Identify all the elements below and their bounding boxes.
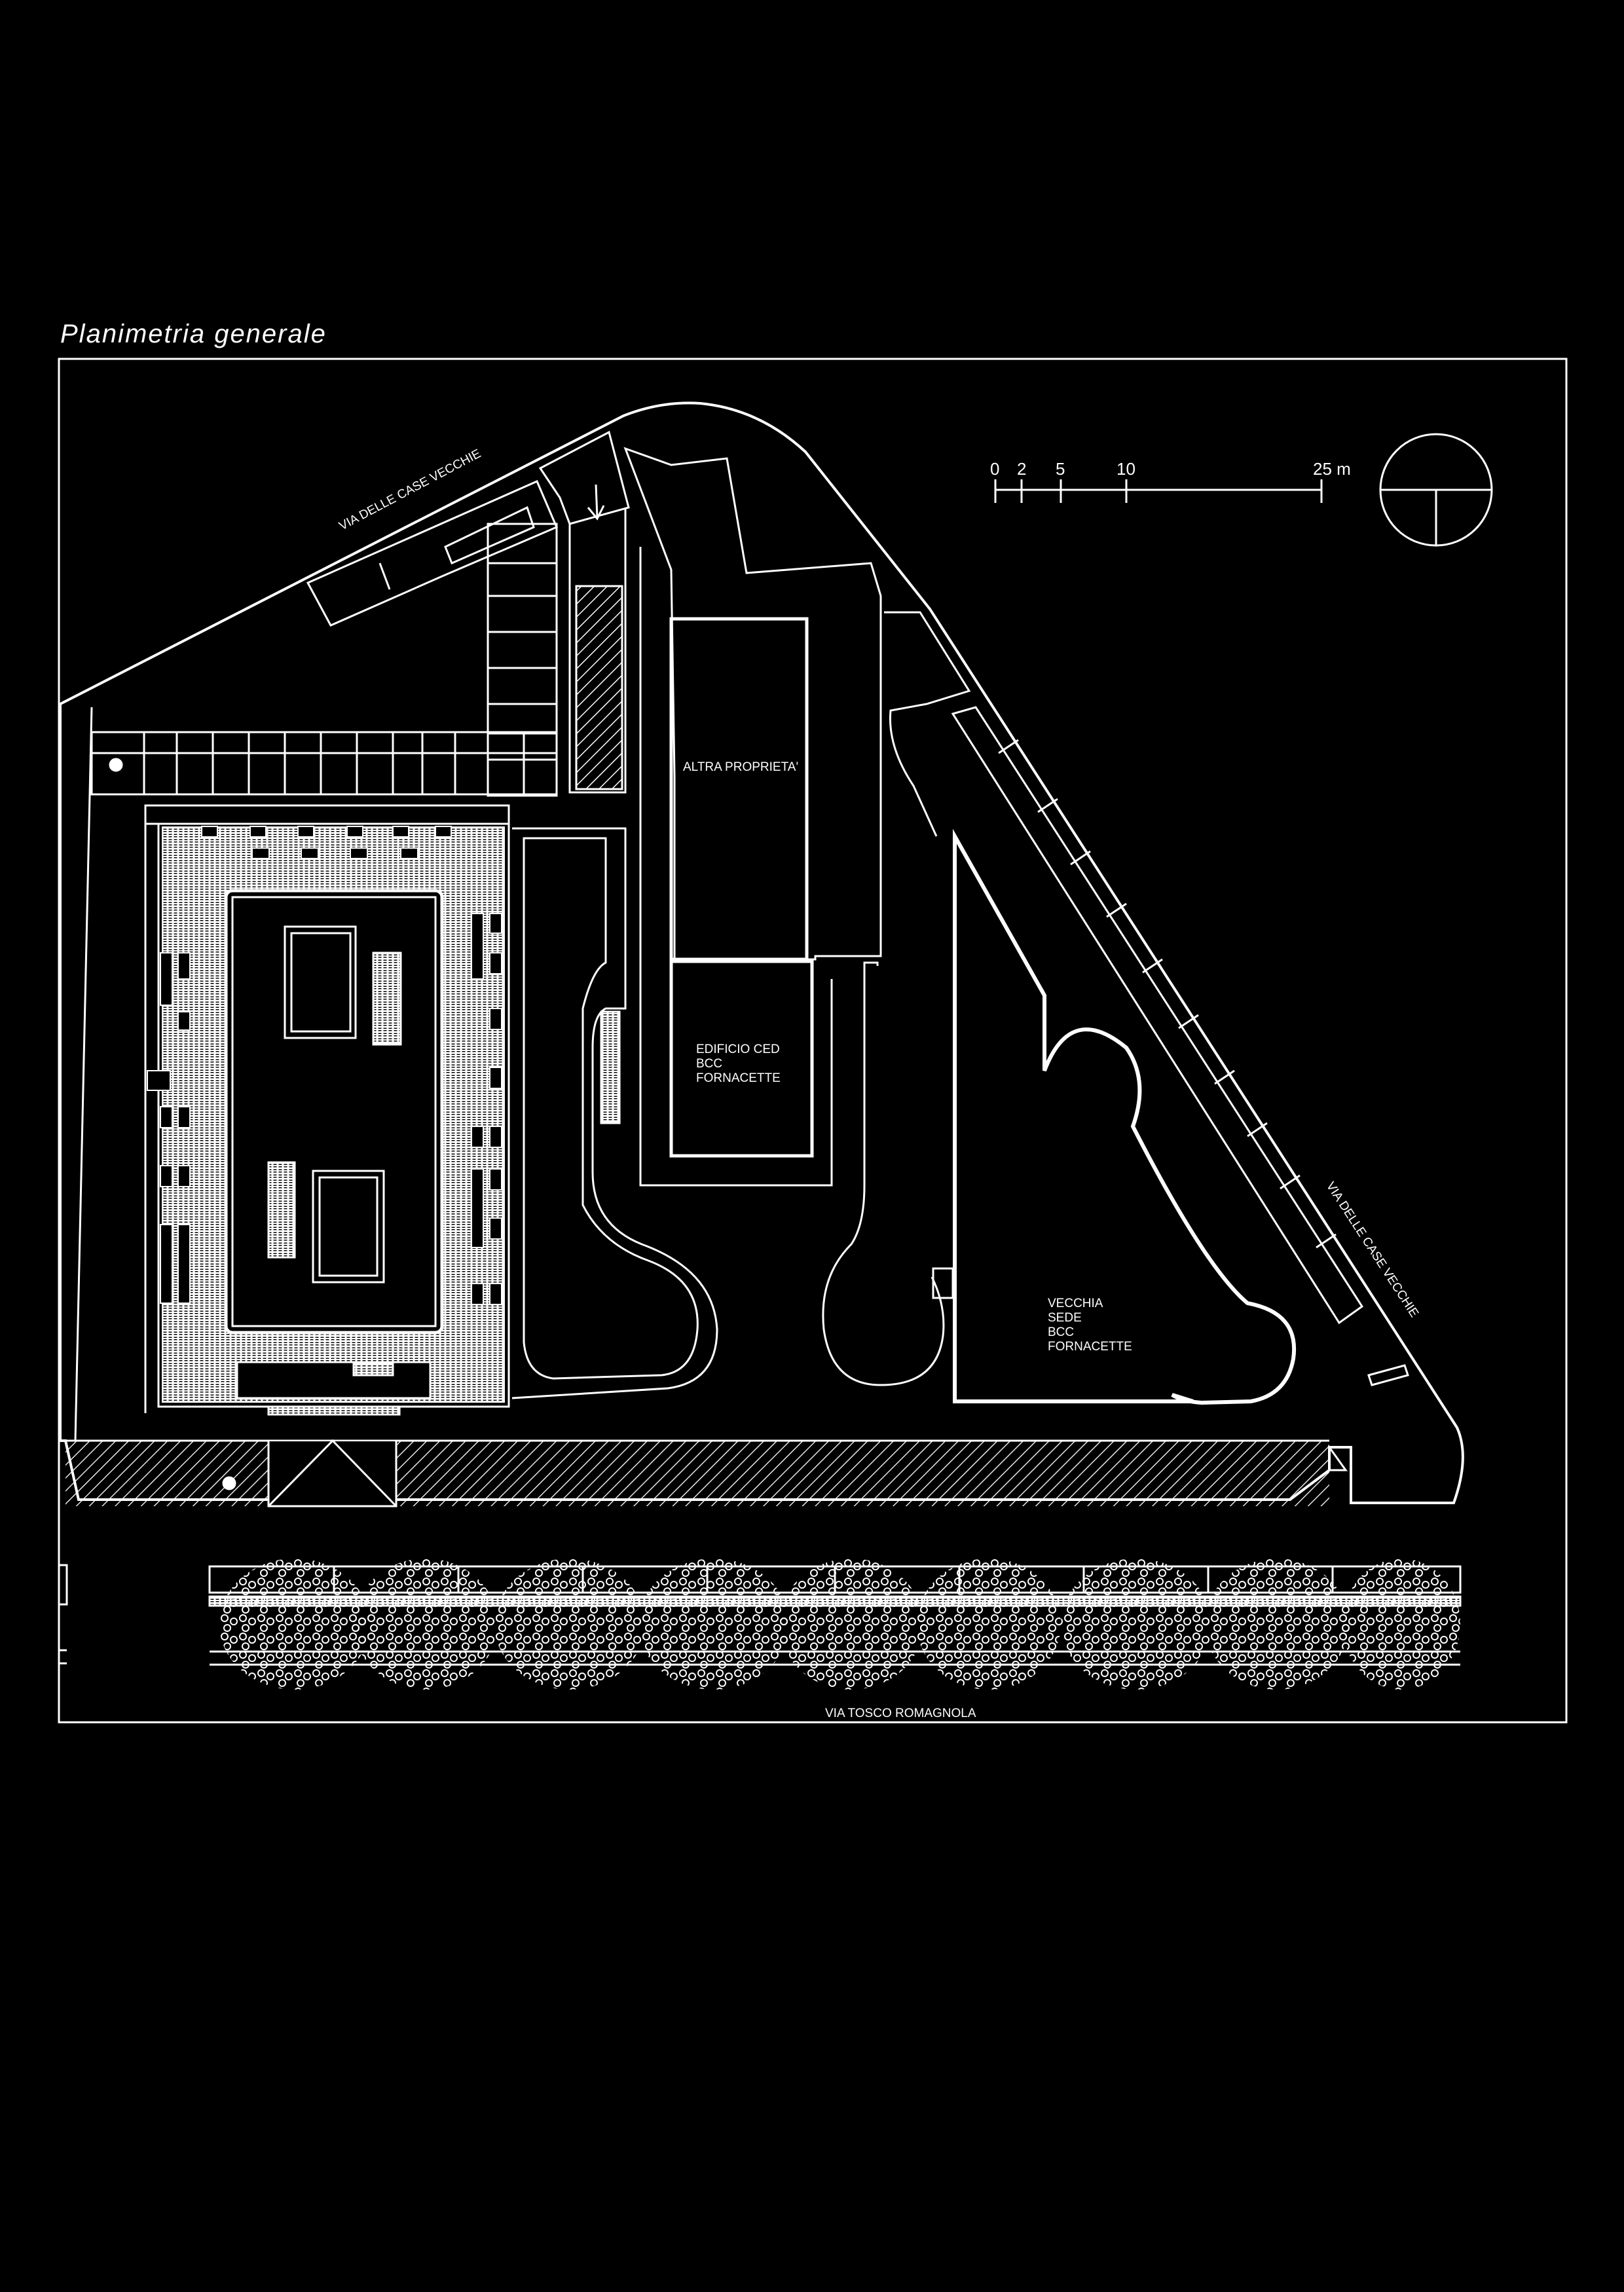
label-ced-line1: EDIFICIO CED: [696, 1043, 780, 1056]
label-other-property: ALTRA PROPRIETA': [683, 760, 798, 774]
north-arrow-icon: [1379, 433, 1493, 547]
label-old-line4: FORNACETTE: [1048, 1340, 1132, 1354]
scale-tick-2: 2: [1017, 459, 1026, 479]
old-building-entrance: [932, 1267, 954, 1299]
parking-row-bottom: [90, 731, 558, 796]
building-ced: [669, 959, 814, 1158]
scale-tick-25: 25 m: [1313, 459, 1351, 479]
drive-loop: [822, 961, 945, 1386]
garden-lawn: [523, 837, 699, 1380]
ramp-walls: [568, 508, 627, 794]
scale-tick-10: 10: [1116, 459, 1135, 479]
corner-booth: [1367, 1364, 1409, 1386]
scale-bar: [994, 479, 1323, 503]
site-boundary: [59, 401, 1464, 1504]
label-ced-line3: FORNACETTE: [696, 1071, 781, 1085]
garden-path: [511, 827, 718, 1399]
ramp-arrow: [595, 484, 599, 518]
building-other-property: [623, 447, 882, 961]
tree-boulevard: [59, 1559, 1462, 1690]
left-driveway-edge: [74, 707, 93, 1441]
street-label-bottom: VIA TOSCO ROMAGNOLA: [825, 1707, 976, 1720]
label-ced-line2: BCC: [696, 1057, 722, 1071]
parking-column: [487, 523, 558, 797]
ramp-arrow-head: [587, 505, 605, 521]
ramp-hatched: [575, 585, 623, 790]
right-parking-strip: [951, 706, 1364, 1325]
parking-inset: [444, 506, 535, 564]
parking-stalls: [143, 732, 525, 794]
garden-steps: [600, 1010, 621, 1124]
street-label-right: VIA DELLE CASE VECCHIE: [1323, 1179, 1421, 1320]
right-access-road: [884, 611, 971, 837]
parking-divider: [378, 563, 391, 590]
label-old-line2: SEDE: [1048, 1311, 1082, 1325]
scale-tick-0: 0: [990, 459, 999, 479]
drawing-title: Planimetria generale: [60, 320, 327, 348]
label-old-line3: BCC: [1048, 1325, 1074, 1339]
hatched-frontage: [65, 1439, 1329, 1507]
label-old-line1: VECCHIA: [1048, 1297, 1103, 1310]
gate-marker: [1328, 1444, 1348, 1471]
building-old-seat: [953, 828, 1297, 1405]
gate-symbol: [267, 1439, 397, 1507]
building-forecourt: [144, 804, 510, 825]
parking-block-top-left: [306, 480, 558, 627]
marker-dot: [109, 758, 123, 772]
ramp-entry: [538, 430, 630, 525]
street-label-top: VIA DELLE CASE VECCHIE: [337, 447, 483, 533]
scale-tick-5: 5: [1056, 459, 1065, 479]
main-building: [147, 823, 510, 1416]
